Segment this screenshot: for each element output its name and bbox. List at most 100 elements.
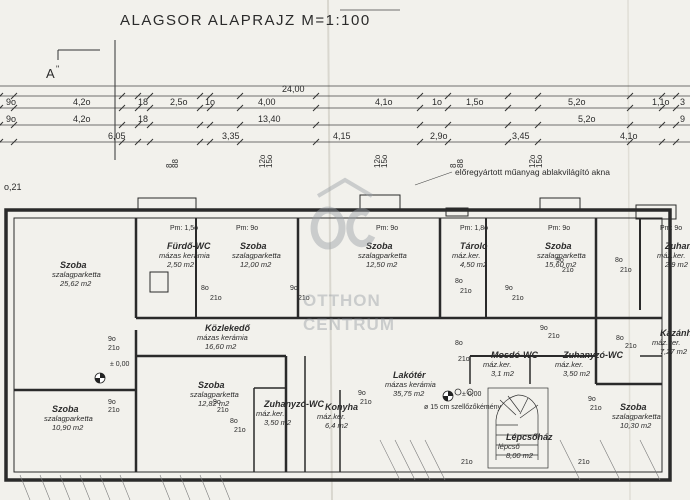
dimension-tick (534, 121, 542, 129)
room-name: Tároló (460, 241, 488, 251)
door-label: 21o (548, 333, 560, 340)
level-label: ± 0,00 (462, 391, 482, 398)
dimension-tick (206, 138, 214, 146)
dimension-tick (10, 138, 18, 146)
room-name: Szoba (620, 402, 647, 412)
dimension-tick (672, 104, 680, 112)
dimension-label: 5,2o (568, 97, 586, 107)
dimension-label: 1o (205, 97, 215, 107)
door-label: 9o (588, 396, 596, 403)
dimension-tick (658, 104, 666, 112)
door-label: 21o (108, 345, 120, 352)
door-label: 21o (512, 295, 524, 302)
room-name: Szoba (366, 241, 393, 251)
dimension-label: 6,05 (108, 131, 126, 141)
dimension-label: 3,45 (512, 131, 530, 141)
dimension-tick (504, 104, 512, 112)
dimension-tick (312, 92, 320, 100)
dimension-label: 18 (138, 114, 148, 124)
room-floor-material: máz.ker. (483, 360, 511, 369)
room-area: 2,50 m2 (166, 260, 195, 269)
room-name: Konyha (325, 402, 358, 412)
leader-line (414, 171, 453, 186)
door-label: 8o (455, 278, 463, 285)
room-floor-material: szalagparketta (190, 390, 239, 399)
room-floor-material: mázas kerámia (197, 333, 248, 342)
exterior-hatching (19, 439, 661, 500)
dimension-tick (118, 104, 126, 112)
room-name: Zuhanyzó-WC (562, 350, 623, 360)
room-area: 3,50 m2 (264, 418, 292, 427)
room-floor-material: máz.ker. (652, 338, 680, 347)
room-floor-material: máz.ker. (657, 251, 685, 260)
vertical-dimension-label: 88 (171, 159, 180, 168)
dimension-tick (444, 138, 452, 146)
dimension-tick (236, 92, 244, 100)
room-name: Szoba (240, 241, 267, 251)
dimension-label: 9 (680, 114, 685, 124)
vertical-dimension-label: 8 (449, 163, 458, 168)
room-area: 10,90 m2 (52, 423, 84, 432)
room-name: Szoba (60, 260, 87, 270)
ceiling-label: Pm: 1,8o (460, 225, 488, 232)
room-area: 15,60 m2 (545, 260, 577, 269)
dimension-tick (236, 104, 244, 112)
room-area: 8,00 m2 (506, 451, 534, 460)
door-label: 21o (108, 407, 120, 414)
room-name: Mosdó-WC (491, 350, 538, 360)
dimension-tick (146, 104, 154, 112)
room-area: 35,75 m2 (393, 389, 425, 398)
dimension-label: 2,9o (430, 131, 448, 141)
dimension-ticks (0, 92, 680, 146)
dimension-tick (672, 92, 680, 100)
vertical-dimension-label: 15o (265, 154, 274, 168)
door-label: 21o (461, 459, 473, 466)
door-label: 9o (290, 285, 298, 292)
dimension-tick (134, 138, 142, 146)
walls (4, 194, 677, 482)
dimension-tick (416, 121, 424, 129)
door-label: 9o (358, 390, 366, 397)
dimension-tick (534, 92, 542, 100)
room-area: 12,82 m2 (198, 399, 230, 408)
door-label: 8o (230, 418, 238, 425)
dimension-tick (416, 104, 424, 112)
watermark-logo-icon (310, 177, 376, 250)
dimension-tick (0, 104, 4, 109)
room-area: 12,00 m2 (240, 260, 272, 269)
drawing-title: ALAGSOR ALAPRAJZ M=1:100 (120, 12, 371, 29)
dimension-label: 18 (138, 97, 148, 107)
room-floor-material: máz.ker. (555, 360, 583, 369)
door-label: 21o (562, 267, 574, 274)
room-name: Zuhanyzó-WC (664, 241, 690, 251)
room-area: 25,62 m2 (59, 279, 92, 288)
level-labels: ± 0,00± 0,00 (110, 361, 482, 398)
room-name: Szoba (198, 380, 225, 390)
door-label: 21o (217, 407, 229, 414)
vertical-dimension-label: 15o (535, 154, 544, 168)
dimension-tick (416, 138, 424, 146)
dimension-label: 5,2o (578, 114, 596, 124)
room-floor-material: máz.ker. (256, 409, 284, 418)
vent-note: ø 15 cm szellőzőkémény (424, 404, 502, 411)
room-floor-material: mázas kerámia (159, 251, 210, 260)
dimension-tick (504, 121, 512, 129)
dimension-tick (146, 92, 154, 100)
dimension-tick (10, 104, 18, 112)
vertical-dimension-label: 15o (380, 154, 389, 168)
dimension-tick (658, 92, 666, 100)
ceiling-label: Pm: 9o (548, 225, 570, 232)
room-floor-material: szalagparketta (537, 251, 586, 260)
dimension-label: 4,00 (258, 97, 276, 107)
dimension-tick (626, 121, 634, 129)
room-area: 16,60 m2 (205, 342, 237, 351)
dimension-label: 2,5o (170, 97, 188, 107)
level-marker-icon (94, 372, 106, 384)
dimension-label: 1,5o (466, 97, 484, 107)
vertical-dimension-label: 8 (165, 163, 174, 168)
dimension-tick (196, 121, 204, 129)
door-label: 9o (505, 285, 513, 292)
dimension-tick (626, 138, 634, 146)
dimension-tick (534, 104, 542, 112)
